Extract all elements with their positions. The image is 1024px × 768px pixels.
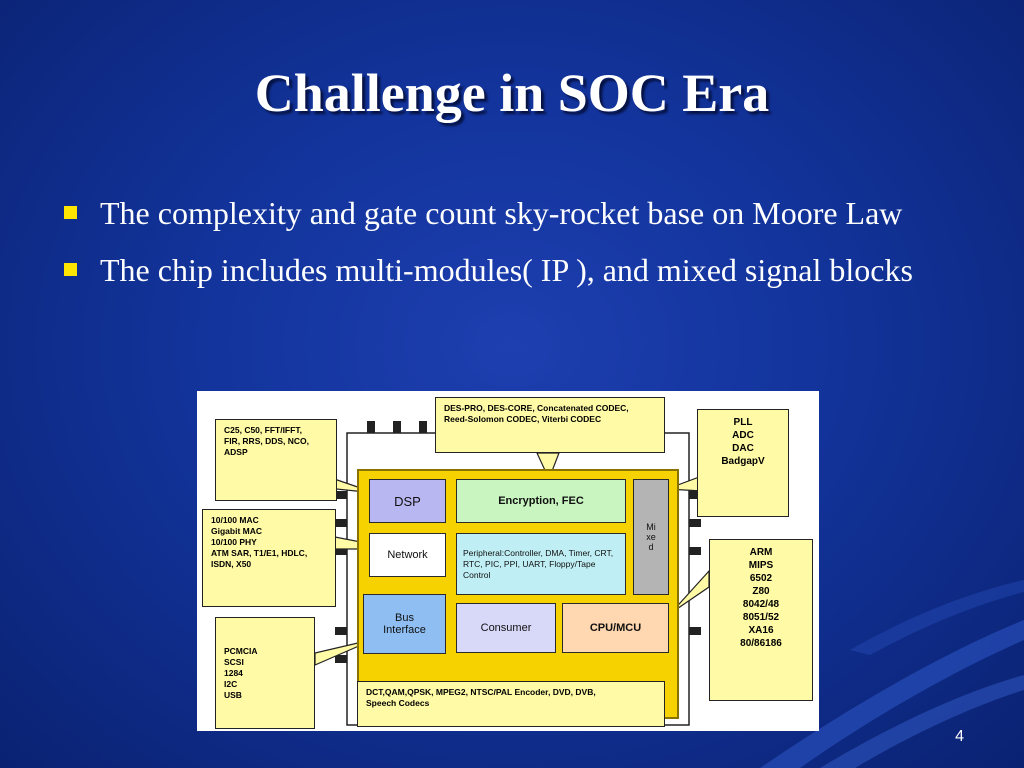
mixed-signal-block: Mi xe d xyxy=(633,479,669,595)
dsp-block: DSP xyxy=(369,479,446,523)
cpu-callout: ARM MIPS 6502 Z80 8042/48 8051/52 XA16 8… xyxy=(709,539,813,701)
page-number: 4 xyxy=(955,728,964,745)
bullet-item: The chip includes multi-modules( IP ), a… xyxy=(60,247,990,294)
bullet-item: The complexity and gate count sky-rocket… xyxy=(60,190,990,237)
peripheral-block: Peripheral:Controller, DMA, Timer, CRT, … xyxy=(456,533,626,595)
mixed-signal-label: Mi xe d xyxy=(646,522,656,552)
consumer-callout: DCT,QAM,QPSK, MPEG2, NTSC/PAL Encoder, D… xyxy=(357,681,665,727)
square-bullet-icon xyxy=(64,263,77,276)
mixed-signal-callout: PLL ADC DAC BadgapV xyxy=(697,409,789,517)
peripheral-label: Peripheral:Controller, DMA, Timer, CRT, … xyxy=(463,547,614,580)
slide-title: Challenge in SOC Era xyxy=(254,63,770,123)
network-block: Network xyxy=(369,533,446,577)
bullet-text: The chip includes multi-modules( IP ), a… xyxy=(100,252,913,288)
bullet-text: The complexity and gate count sky-rocket… xyxy=(100,195,903,231)
bus-callout: PCMCIA SCSI 1284 I2C USB xyxy=(215,617,315,729)
consumer-block: Consumer xyxy=(456,603,556,653)
network-callout: 10/100 MAC Gigabit MAC 10/100 PHY ATM SA… xyxy=(202,509,336,607)
soc-diagram: DSP Encryption, FEC Mi xe d Network Peri… xyxy=(197,391,819,731)
bullet-list: The complexity and gate count sky-rocket… xyxy=(60,190,990,304)
dsp-callout: C25, C50, FFT/IFFT, FIR, RRS, DDS, NCO, … xyxy=(215,419,337,501)
encryption-callout: DES-PRO, DES-CORE, Concatenated CODEC, R… xyxy=(435,397,665,453)
bus-interface-block: Bus Interface xyxy=(363,594,446,654)
square-bullet-icon xyxy=(64,206,77,219)
encryption-fec-block: Encryption, FEC xyxy=(456,479,626,523)
cpu-mcu-block: CPU/MCU xyxy=(562,603,669,653)
